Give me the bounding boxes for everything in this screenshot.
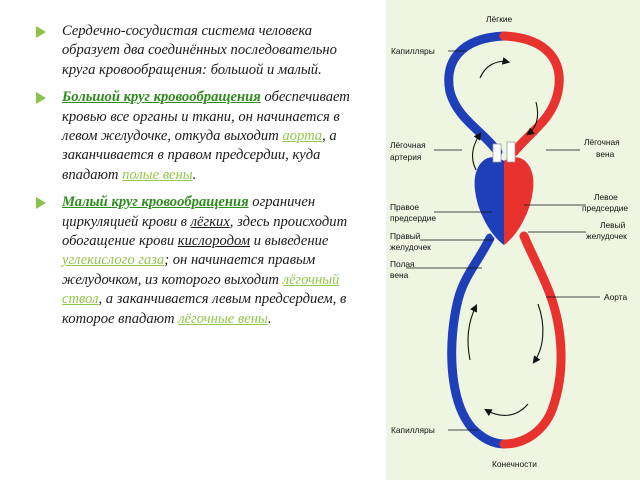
text-panel xyxy=(0,0,386,480)
text-area: Сердечно-сосудистая система человека обр… xyxy=(36,22,372,337)
flow-arrow-icon xyxy=(484,403,529,417)
flow-arrow-icon xyxy=(467,304,477,361)
label-pulmonary-artery-2: артерия xyxy=(390,152,421,162)
label-limbs: Конечности xyxy=(492,459,537,469)
flow-arrow-icon xyxy=(471,132,482,171)
label-vena-cava: Полая xyxy=(390,259,415,269)
label-left-atrium-2: предсердие xyxy=(582,203,628,213)
bullet-text: , а заканчивается левым предсердием, в к… xyxy=(62,291,347,327)
bullet-item-1: Сердечно-сосудистая система человека обр… xyxy=(36,22,372,80)
bullet-text: ; он начинается правым желудочком, из ко… xyxy=(62,252,316,288)
bullet-text: . xyxy=(267,310,272,327)
bullet-text: обеспечивает кровью все органы и ткани, … xyxy=(62,89,350,145)
label-right-atrium-2: предсердие xyxy=(390,213,436,223)
systemic-loop-venous xyxy=(447,233,509,449)
pulmonary-trunk xyxy=(492,143,502,163)
label-right-ventricle: Правый xyxy=(390,231,421,241)
label-lungs: Лёгкие xyxy=(486,14,513,24)
label-capillaries-top: Капилляры xyxy=(391,46,435,56)
link-aorta[interactable]: аорта xyxy=(282,128,323,145)
label-left-atrium: Левое xyxy=(594,192,618,202)
term-pulmonary-circulation[interactable]: Малый круг кровообращения xyxy=(62,194,249,211)
label-left-ventricle: Левый xyxy=(600,220,626,230)
link-oxygen[interactable]: кислородом xyxy=(177,233,251,250)
bullet-text: Сердечно-сосудистая система человека обр… xyxy=(62,23,337,78)
heart-left-side xyxy=(504,156,535,246)
bullet-item-3: Малый круг кровообращения ограничен цирк… xyxy=(36,193,372,329)
term-systemic-circulation[interactable]: Большой круг кровообращения xyxy=(62,89,261,106)
bullet-text: . xyxy=(192,166,197,183)
bullet-marker-icon xyxy=(36,26,46,38)
label-vena-cava-2: вена xyxy=(390,270,409,280)
link-pulmonary-trunk[interactable]: лёгочный ствол xyxy=(62,271,340,308)
link-vena-cava[interactable]: полые вены xyxy=(122,166,193,183)
bullet-text: , здесь происходит обогащение крови xyxy=(62,213,348,250)
bullet-marker-icon xyxy=(36,92,46,105)
label-left-ventricle-2: желудочек xyxy=(586,231,627,241)
heart-right-side xyxy=(473,156,504,246)
link-pulmonary-veins[interactable]: лёгочные вены xyxy=(178,310,268,327)
pulmonary-loop-venous xyxy=(444,31,509,157)
label-right-atrium: Правое xyxy=(390,202,419,212)
label-pulmonary-vein: Лёгочная xyxy=(584,137,620,147)
bullet-text: и выведение xyxy=(250,233,329,250)
bullet-item-2: Большой круг кровообращения обеспечивает… xyxy=(36,88,372,185)
bullet-text: ограничен циркуляцией крови в xyxy=(62,194,316,230)
link-lungs[interactable]: лёгких xyxy=(190,213,230,230)
aortic-arch xyxy=(506,141,516,163)
label-capillaries-bottom: Капилляры xyxy=(391,425,435,435)
circulation-diagram: Лёгкие Капилляры Лёгочная артерия Лёгочн… xyxy=(390,14,628,469)
pulmonary-loop-arterial xyxy=(499,31,564,157)
heart-outline xyxy=(473,155,535,247)
flow-arrow-icon xyxy=(532,303,544,364)
label-pulmonary-artery: Лёгочная xyxy=(390,140,426,150)
bullet-text: , а заканчивается в правом предсердии, к… xyxy=(62,128,337,183)
flow-arrow-icon xyxy=(526,101,539,136)
label-pulmonary-vein-2: вена xyxy=(596,149,615,159)
link-carbon-dioxide[interactable]: углекислого газа xyxy=(62,252,165,269)
label-aorta: Аорта xyxy=(604,292,627,302)
flow-arrow-icon xyxy=(479,57,511,79)
label-right-ventricle-2: желудочек xyxy=(390,242,431,252)
systemic-loop-arterial xyxy=(499,231,566,449)
bullet-marker-icon xyxy=(36,197,46,210)
